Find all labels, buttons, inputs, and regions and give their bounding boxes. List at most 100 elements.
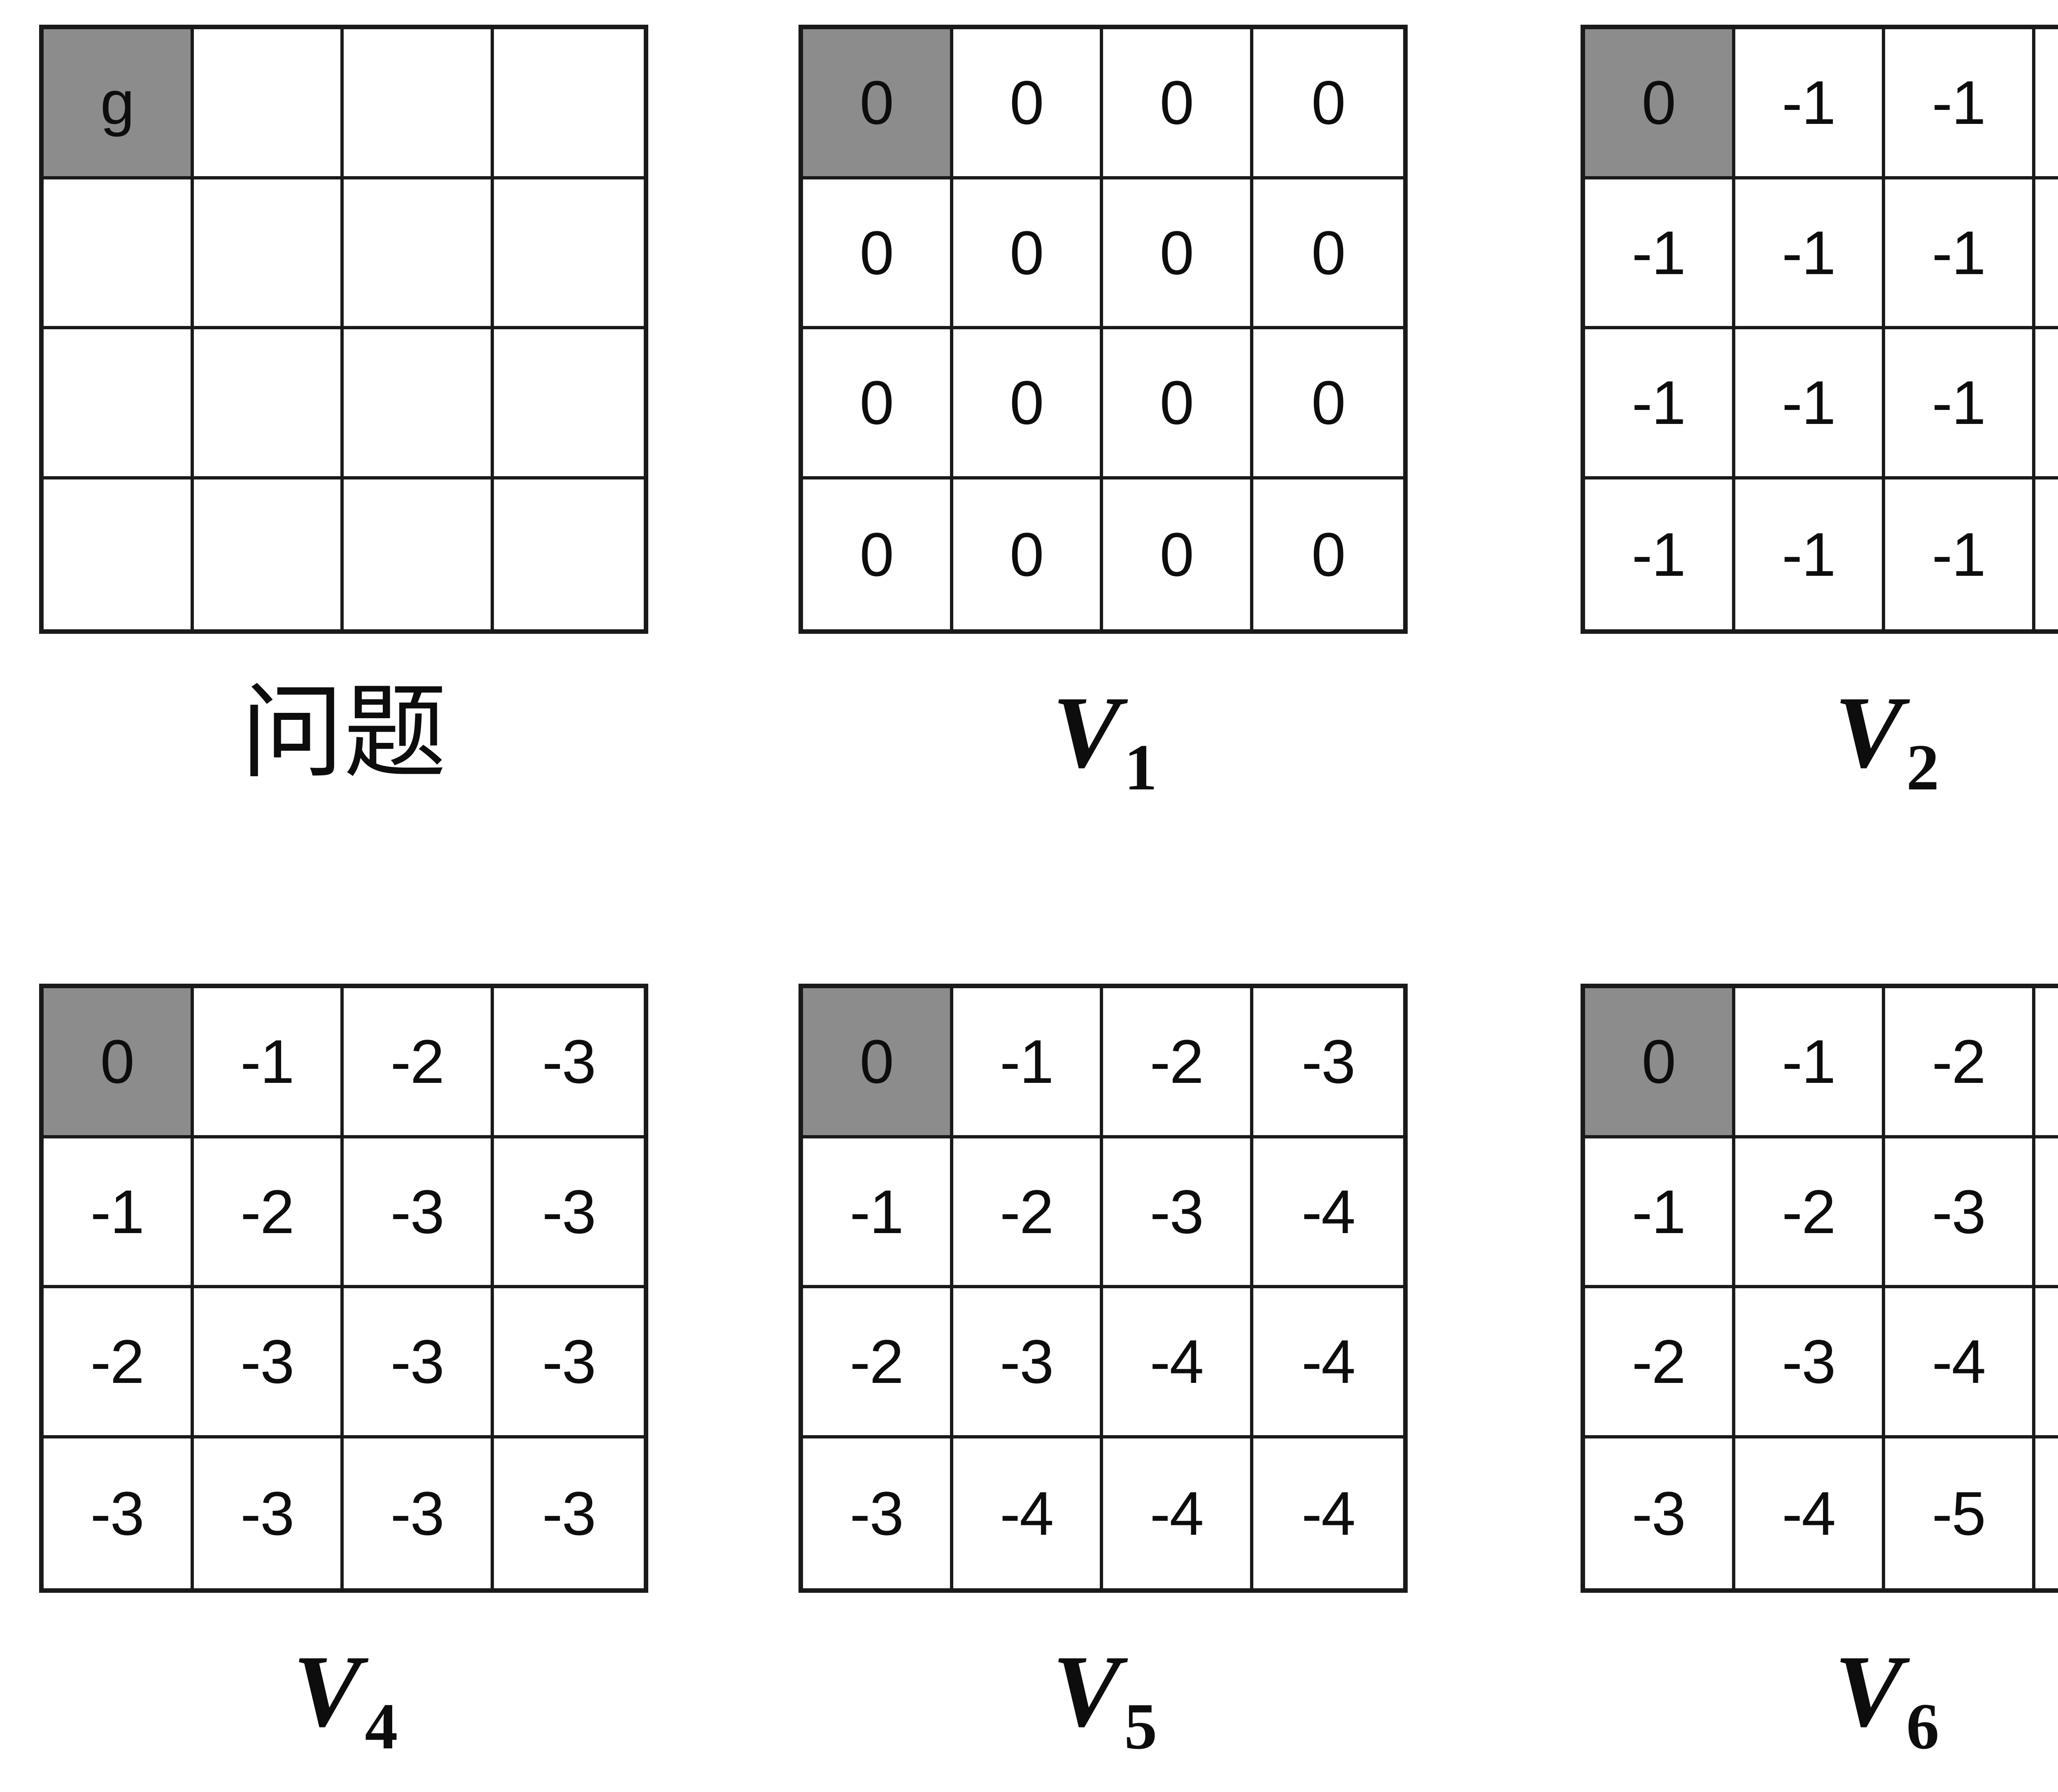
- cell-v4-r1-c1: -2: [194, 1138, 344, 1289]
- cell-v1-r1-c2: 0: [1103, 179, 1253, 330]
- cell-v5-r1-c2: -3: [1103, 1138, 1253, 1289]
- cell-v5-r3-c2: -4: [1103, 1438, 1253, 1589]
- cell-v1-r3-c2: 0: [1103, 479, 1253, 630]
- cell-v1-r0-c2: 0: [1103, 29, 1253, 179]
- cell-v6-r2-c3: -5: [2035, 1288, 2058, 1438]
- caption-subscript-v5: 5: [1124, 1690, 1157, 1763]
- cell-v2-r1-c2: -1: [1885, 179, 2035, 330]
- cell-v6-r3-c0: -3: [1585, 1438, 1735, 1589]
- cell-v4-r0-c3: -3: [494, 988, 644, 1138]
- cell-v5-r2-c3: -4: [1253, 1288, 1404, 1438]
- cell-v1-r0-c0: 0: [803, 29, 953, 179]
- cell-v4-r3-c2: -3: [344, 1438, 494, 1589]
- cell-v5-r1-c1: -2: [953, 1138, 1103, 1289]
- cell-v5-r0-c2: -2: [1103, 988, 1253, 1138]
- cell-v2-r0-c3: -1: [2035, 29, 2058, 179]
- cell-v6-r0-c1: -1: [1735, 988, 1886, 1138]
- cell-v6-r2-c2: -4: [1885, 1288, 2035, 1438]
- cell-problem-r2-c3: [494, 329, 644, 479]
- caption-label-v4: V: [293, 1634, 362, 1748]
- cell-problem-r1-c0: [44, 179, 194, 330]
- caption-v2: V2: [1581, 665, 2058, 801]
- cell-v4-r2-c3: -3: [494, 1288, 644, 1438]
- cell-problem-r2-c1: [194, 329, 344, 479]
- cell-v5-r1-c3: -4: [1253, 1138, 1404, 1289]
- cell-v2-r0-c0: 0: [1585, 29, 1735, 179]
- cell-v1-r1-c3: 0: [1253, 179, 1404, 330]
- cell-problem-r0-c2: [344, 29, 494, 179]
- cell-v1-r3-c3: 0: [1253, 479, 1404, 630]
- cell-v4-r3-c3: -3: [494, 1438, 644, 1589]
- cell-v5-r0-c0: 0: [803, 988, 953, 1138]
- grid-v4: 0-1-2-3-1-2-3-3-2-3-3-3-3-3-3-3: [39, 984, 648, 1593]
- cell-v1-r2-c1: 0: [953, 329, 1103, 479]
- cell-problem-r0-c1: [194, 29, 344, 179]
- cell-v1-r0-c3: 0: [1253, 29, 1404, 179]
- cell-v4-r0-c0: 0: [44, 988, 194, 1138]
- grid-v2: 0-1-1-1-1-1-1-1-1-1-1-1-1-1-1-1: [1581, 25, 2058, 634]
- cell-v5-r1-c0: -1: [803, 1138, 953, 1289]
- cell-v1-r0-c1: 0: [953, 29, 1103, 179]
- cell-v1-r3-c0: 0: [803, 479, 953, 630]
- caption-subscript-v1: 1: [1124, 731, 1157, 804]
- caption-label-v1: V: [1052, 675, 1121, 789]
- cell-v6-r1-c3: -4: [2035, 1138, 2058, 1289]
- cell-v4-r3-c1: -3: [194, 1438, 344, 1589]
- cell-v4-r2-c0: -2: [44, 1288, 194, 1438]
- cell-v6-r3-c2: -5: [1885, 1438, 2035, 1589]
- cell-v5-r3-c3: -4: [1253, 1438, 1404, 1589]
- cell-problem-r1-c2: [344, 179, 494, 330]
- grid-problem: g: [39, 25, 648, 634]
- cell-v1-r1-c1: 0: [953, 179, 1103, 330]
- cell-v2-r2-c0: -1: [1585, 329, 1735, 479]
- cell-v2-r2-c1: -1: [1735, 329, 1886, 479]
- cell-v2-r3-c2: -1: [1885, 479, 2035, 630]
- cell-v4-r0-c2: -2: [344, 988, 494, 1138]
- cell-v6-r2-c0: -2: [1585, 1288, 1735, 1438]
- grid-v6: 0-1-2-3-1-2-3-4-2-3-4-5-3-4-5-5: [1581, 984, 2058, 1593]
- cell-v6-r0-c3: -3: [2035, 988, 2058, 1138]
- grid-v5: 0-1-2-3-1-2-3-4-2-3-4-4-3-4-4-4: [799, 984, 1408, 1593]
- cell-problem-r1-c3: [494, 179, 644, 330]
- cell-v2-r3-c0: -1: [1585, 479, 1735, 630]
- cell-v6-r1-c0: -1: [1585, 1138, 1735, 1289]
- cell-problem-r1-c1: [194, 179, 344, 330]
- cell-v4-r2-c2: -3: [344, 1288, 494, 1438]
- cell-v6-r0-c0: 0: [1585, 988, 1735, 1138]
- cell-v2-r3-c3: -1: [2035, 479, 2058, 630]
- caption-v1: V1: [799, 665, 1408, 801]
- cell-v2-r3-c1: -1: [1735, 479, 1886, 630]
- cell-v2-r1-c1: -1: [1735, 179, 1886, 330]
- cell-v5-r2-c0: -2: [803, 1288, 953, 1438]
- panel-v6: 0-1-2-3-1-2-3-4-2-3-4-5-3-4-5-5V6: [1581, 984, 2058, 1759]
- cell-problem-r0-c3: [494, 29, 644, 179]
- cell-problem-r3-c0: [44, 479, 194, 630]
- cell-v6-r2-c1: -3: [1735, 1288, 1886, 1438]
- caption-label-v6: V: [1835, 1634, 1903, 1748]
- cell-v6-r3-c3: -5: [2035, 1438, 2058, 1589]
- caption-v6: V6: [1581, 1624, 2058, 1759]
- caption-subscript-v2: 2: [1906, 731, 1939, 804]
- caption-v5: V5: [799, 1624, 1408, 1759]
- cell-v4-r2-c1: -3: [194, 1288, 344, 1438]
- cell-v5-r0-c1: -1: [953, 988, 1103, 1138]
- cell-v2-r2-c3: -1: [2035, 329, 2058, 479]
- cell-v1-r2-c2: 0: [1103, 329, 1253, 479]
- cell-v6-r1-c2: -3: [1885, 1138, 2035, 1289]
- cell-v6-r1-c1: -2: [1735, 1138, 1886, 1289]
- cell-v4-r0-c1: -1: [194, 988, 344, 1138]
- cell-problem-r2-c0: [44, 329, 194, 479]
- cell-v6-r3-c1: -4: [1735, 1438, 1886, 1589]
- cell-problem-r3-c1: [194, 479, 344, 630]
- cell-v2-r0-c1: -1: [1735, 29, 1886, 179]
- cell-v5-r0-c3: -3: [1253, 988, 1404, 1138]
- cell-problem-r0-c0: g: [44, 29, 194, 179]
- cell-v2-r2-c2: -1: [1885, 329, 2035, 479]
- cell-v4-r1-c0: -1: [44, 1138, 194, 1289]
- caption-subscript-v6: 6: [1906, 1690, 1939, 1763]
- cell-v5-r2-c2: -4: [1103, 1288, 1253, 1438]
- cell-v4-r1-c2: -3: [344, 1138, 494, 1289]
- caption-label-problem: 问题: [241, 673, 447, 792]
